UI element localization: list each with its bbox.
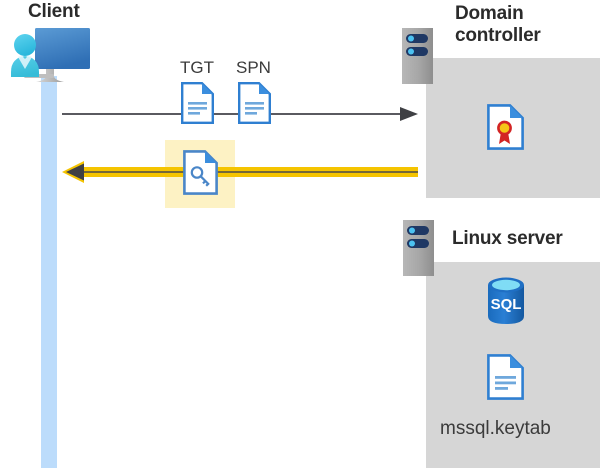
server-rack-icon: [403, 220, 434, 276]
user-workstation-icon: [8, 24, 94, 86]
server-rack-icon: [402, 28, 433, 84]
sql-icon-text: SQL: [491, 296, 522, 313]
request-arrow: [62, 106, 418, 122]
keytab-filename-label: mssql.keytab: [440, 418, 551, 439]
domain-controller-title-line2: controller: [455, 25, 541, 46]
client-title: Client: [28, 1, 80, 22]
response-arrow: [62, 160, 418, 184]
sql-database-icon: SQL: [484, 276, 528, 328]
linux-server-title: Linux server: [452, 228, 563, 249]
tgt-label: TGT: [180, 58, 214, 77]
key-document-icon: [183, 150, 218, 195]
document-icon: [181, 82, 214, 124]
domain-controller-title-line1: Domain: [455, 3, 524, 24]
spn-label: SPN: [236, 58, 271, 77]
certificate-document-icon: [487, 104, 524, 150]
document-icon: [238, 82, 271, 124]
client-lifeline: [41, 76, 57, 468]
document-icon: [487, 354, 524, 400]
domain-controller-title: Domain controller: [455, 3, 595, 47]
